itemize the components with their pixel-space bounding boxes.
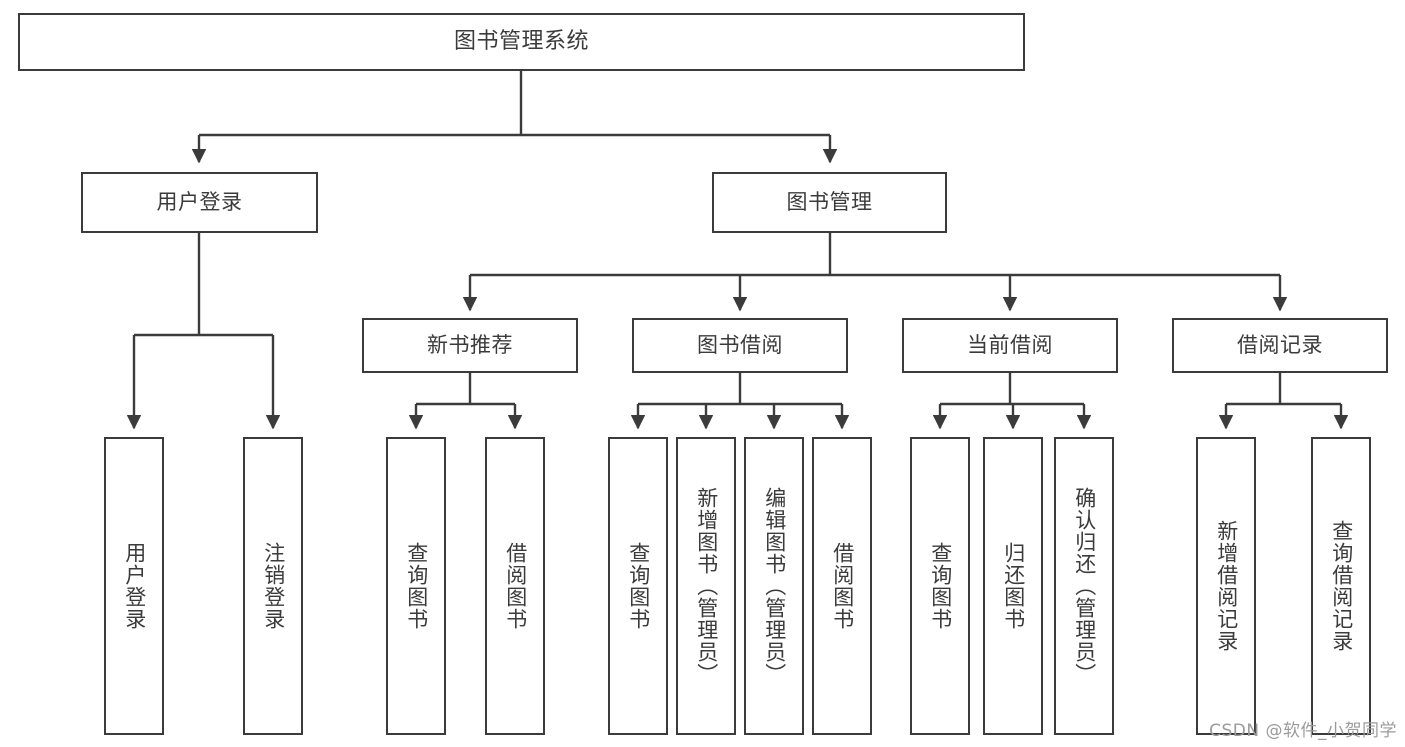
node-borrow-record[interactable]: 借阅记录 [1172, 318, 1388, 373]
node-leaf-return-book[interactable]: 归还图书 [983, 437, 1043, 735]
node-user-login-label: 用户登录 [156, 189, 243, 214]
node-leaf-user-login[interactable]: 用户登录 [104, 437, 164, 735]
node-leaf-borrow-book-1-label: 借阅图书 [503, 542, 528, 630]
node-book-management-label: 图书管理 [786, 189, 873, 214]
node-leaf-query-book-3[interactable]: 查询图书 [910, 437, 970, 735]
node-root-system[interactable]: 图书管理系统 [18, 13, 1025, 71]
node-book-borrow[interactable]: 图书借阅 [632, 318, 848, 373]
node-current-borrow-label: 当前借阅 [967, 332, 1053, 357]
node-leaf-query-book-2-label: 查询图书 [626, 542, 651, 630]
node-leaf-query-book-1-label: 查询图书 [404, 542, 429, 630]
node-leaf-add-record[interactable]: 新增借阅记录 [1196, 437, 1256, 735]
node-borrow-record-label: 借阅记录 [1237, 332, 1323, 357]
node-leaf-user-logout-label: 注销登录 [261, 542, 286, 630]
node-leaf-edit-book-label: 编辑图书（管理员） [762, 487, 787, 685]
node-leaf-user-login-label: 用户登录 [122, 542, 147, 630]
node-leaf-query-book-1[interactable]: 查询图书 [386, 437, 446, 735]
node-leaf-add-record-label: 新增借阅记录 [1214, 520, 1239, 652]
node-current-borrow[interactable]: 当前借阅 [902, 318, 1118, 373]
node-leaf-confirm-return-label: 确认归还（管理员） [1072, 487, 1097, 685]
node-leaf-query-book-3-label: 查询图书 [928, 542, 953, 630]
node-leaf-confirm-return[interactable]: 确认归还（管理员） [1054, 437, 1114, 735]
node-leaf-borrow-book-2[interactable]: 借阅图书 [812, 437, 872, 735]
node-leaf-edit-book[interactable]: 编辑图书（管理员） [744, 437, 804, 735]
node-book-management[interactable]: 图书管理 [712, 172, 947, 233]
node-leaf-add-book[interactable]: 新增图书（管理员） [676, 437, 736, 735]
node-leaf-borrow-book-1[interactable]: 借阅图书 [485, 437, 545, 735]
node-user-login[interactable]: 用户登录 [81, 172, 318, 233]
node-leaf-query-record-label: 查询借阅记录 [1329, 520, 1354, 652]
node-new-book-recommend[interactable]: 新书推荐 [362, 318, 578, 373]
node-root-system-label: 图书管理系统 [453, 28, 589, 54]
node-leaf-borrow-book-2-label: 借阅图书 [830, 542, 855, 630]
node-leaf-add-book-label: 新增图书（管理员） [694, 487, 719, 685]
node-leaf-query-record[interactable]: 查询借阅记录 [1311, 437, 1371, 735]
node-new-book-recommend-label: 新书推荐 [427, 332, 513, 357]
node-leaf-return-book-label: 归还图书 [1001, 542, 1026, 630]
node-book-borrow-label: 图书借阅 [697, 332, 783, 357]
node-leaf-user-logout[interactable]: 注销登录 [243, 437, 303, 735]
node-leaf-query-book-2[interactable]: 查询图书 [608, 437, 668, 735]
